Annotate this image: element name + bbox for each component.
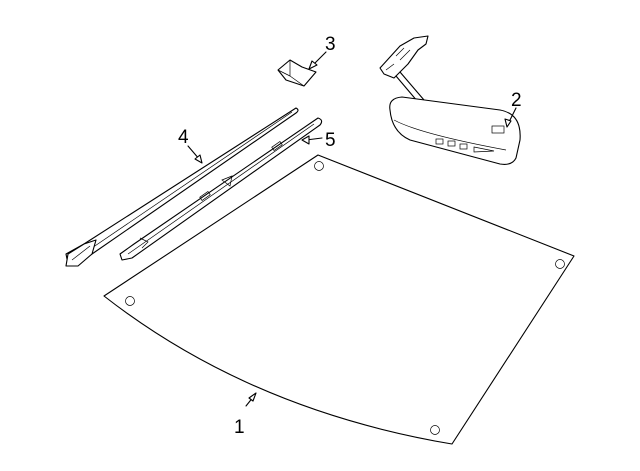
rear-view-mirror[interactable] <box>379 35 521 165</box>
molding-clip-1 <box>271 141 283 151</box>
pillar-molding-right[interactable] <box>119 117 323 261</box>
molding-clip-2 <box>199 191 211 201</box>
mount-hole-bottom <box>430 425 440 435</box>
mount-hole-top <box>314 161 324 171</box>
callout-1: 1 <box>234 417 245 438</box>
mirror-button-1[interactable] <box>435 138 444 145</box>
mount-hole-right <box>555 259 565 269</box>
windshield-glass[interactable] <box>103 154 575 445</box>
mirror-sensor <box>491 125 505 134</box>
mirror-bracket[interactable] <box>277 59 317 87</box>
mirror-button-3[interactable] <box>459 143 468 150</box>
callout-3: 3 <box>325 34 336 55</box>
mirror-indicator <box>473 146 495 153</box>
callout-leaders <box>187 51 517 407</box>
callout-5: 5 <box>325 130 336 151</box>
callout-labels: 1 2 3 4 5 <box>178 34 522 438</box>
callout-2: 2 <box>511 90 522 111</box>
pillar-molding-left[interactable] <box>65 107 299 267</box>
mirror-button-2[interactable] <box>447 140 456 147</box>
mount-hole-left <box>125 296 135 306</box>
callout-4: 4 <box>178 127 189 148</box>
